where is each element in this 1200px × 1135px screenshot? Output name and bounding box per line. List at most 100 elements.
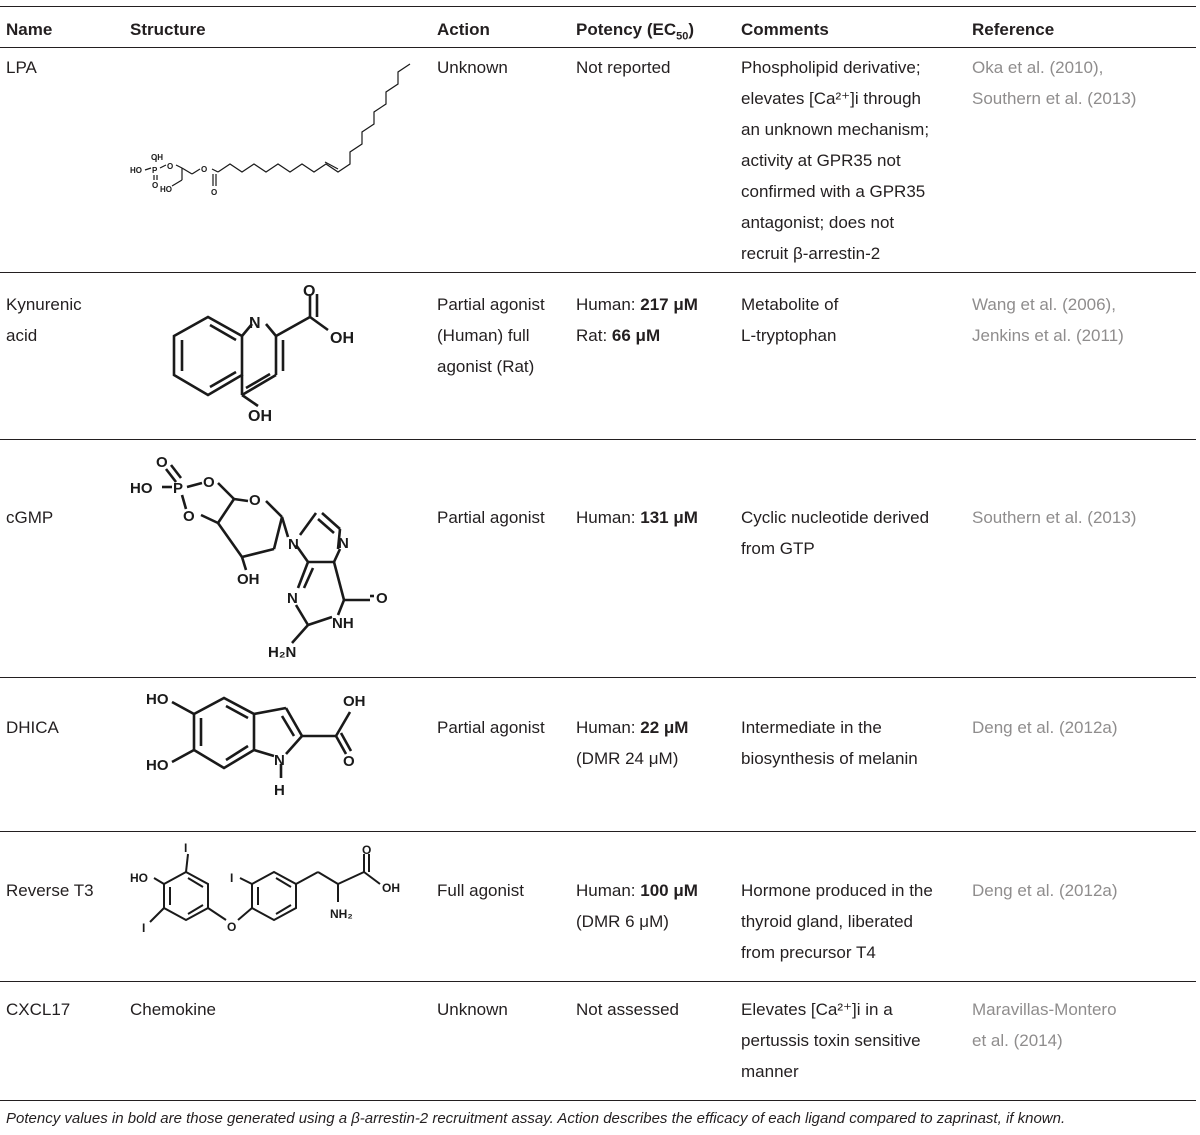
row-comments-line: L-tryptophan: [741, 326, 837, 345]
potency-label: Human:: [576, 295, 641, 314]
potency-value: 22 μM: [640, 718, 689, 737]
lpa-structure-diagram: OH P HO O O HO O O: [130, 63, 411, 197]
rt3-atom-i: I: [230, 871, 233, 885]
row-comments-line: Elevates [Ca²⁺]i in a: [741, 1000, 893, 1019]
row-action-line: Partial agonist: [437, 508, 545, 527]
row-action-cell: Unknown: [437, 52, 508, 83]
row-potency-cell: Human: 100 μM (DMR 6 μM): [576, 875, 698, 937]
row-name-line: LPA: [6, 58, 37, 77]
rt3-atom-ho: HO: [130, 871, 148, 885]
table-bottom-rule: [0, 1100, 1196, 1101]
row-action-line: Full agonist: [437, 881, 524, 900]
row-reference-line: Deng et al. (2012a): [972, 881, 1118, 900]
rt3-atom-nh2: NH₂: [330, 907, 353, 921]
potency-text: Not reported: [576, 58, 671, 77]
row-reference-line: Deng et al. (2012a): [972, 718, 1118, 737]
row-comments-line: biosynthesis of melanin: [741, 749, 918, 768]
dhica-atom-oh: OH: [343, 693, 366, 710]
row-action-cell: Partial agonist: [437, 712, 545, 743]
header-potency: Potency (EC50): [576, 20, 694, 42]
row-action-cell: Partial agonist: [437, 502, 545, 533]
potency-value: 131 μM: [640, 508, 698, 527]
row-potency-line: Human: 131 μM: [576, 502, 698, 533]
row-comments-line: recruit β-arrestin-2: [741, 244, 881, 263]
row-action-line: Unknown: [437, 1000, 508, 1019]
row-reference-cell: Wang et al. (2006), Jenkins et al. (2011): [972, 289, 1124, 351]
rt3-atom-i: I: [142, 921, 145, 935]
row-action-line: Unknown: [437, 58, 508, 77]
row-comments-cell: Intermediate in the biosynthesis of melan…: [741, 712, 918, 774]
dhica-structure-diagram: HO HO OH O N H: [146, 691, 366, 799]
row-reference-line: Oka et al. (2010),: [972, 58, 1104, 77]
row-name-line: acid: [6, 326, 38, 345]
lpa-atom-o: O: [211, 188, 217, 197]
row-comments-cell: Phospholipid derivative;elevates [Ca²⁺]i…: [741, 52, 929, 269]
cgmp-atom-o: O: [156, 454, 168, 471]
potency-label: Human:: [576, 508, 641, 527]
row-comments-cell: Metabolite of L-tryptophan: [741, 289, 838, 351]
row-comments-line: Cyclic nucleotide derived: [741, 508, 930, 527]
table-top-rule: [0, 6, 1196, 7]
row-potency-cell: Not reported: [576, 52, 671, 83]
row-reference-cell: Deng et al. (2012a): [972, 875, 1118, 906]
row-comments-line: from GTP: [741, 539, 815, 558]
potency-value: 100 μM: [640, 881, 698, 900]
cgmp-atom-o: O: [249, 492, 261, 509]
cgmp-structure-diagram: O HO P O O O OH N N N O NH H₂N: [130, 454, 388, 661]
row-reference-cell: Deng et al. (2012a): [972, 712, 1118, 743]
row-reference-line: Jenkins et al. (2011): [972, 326, 1124, 345]
row-name-cell: cGMP: [6, 502, 53, 533]
potency-label: Rat:: [576, 326, 612, 345]
kynurenic-atom-oh: OH: [248, 408, 272, 425]
row-comments-line: Intermediate in the: [741, 718, 882, 737]
row-comments-cell: Hormone produced in the thyroid gland, li…: [741, 875, 933, 968]
row-comments-line: thyroid gland, liberated: [741, 912, 914, 931]
row-divider: [0, 831, 1196, 832]
dhica-atom-ho: HO: [146, 691, 169, 708]
potency-label: Human:: [576, 881, 641, 900]
row-comments-line: Metabolite of: [741, 295, 839, 314]
kynurenic-atom-oh: OH: [330, 330, 354, 347]
row-comments-line: Hormone produced in the: [741, 881, 933, 900]
row-divider: [0, 981, 1196, 982]
row-name-line: CXCL17: [6, 1000, 71, 1019]
row-comments-line: from precursor T4: [741, 943, 876, 962]
lpa-atom-o: O: [201, 165, 207, 174]
row-reference-line: Wang et al. (2006),: [972, 295, 1116, 314]
cgmp-atom-n: N: [338, 535, 349, 552]
row-reference-line: Maravillas-Montero: [972, 1000, 1117, 1019]
header-name: Name: [6, 20, 53, 39]
row-potency-line: Rat: 66 μM: [576, 320, 698, 351]
row-action-line: Partial agonist: [437, 295, 545, 314]
cgmp-atom-h2n: H₂N: [268, 644, 296, 661]
cgmp-atom-n: N: [288, 536, 299, 553]
lpa-atom-oh: OH: [151, 153, 163, 162]
row-reference-cell: Southern et al. (2013): [972, 502, 1136, 533]
cgmp-atom-p: P: [173, 480, 183, 497]
potency-text: (DMR 6 μM): [576, 912, 669, 931]
row-action-line: Partial agonist: [437, 718, 545, 737]
row-reference-line: Southern et al. (2013): [972, 508, 1137, 527]
row-name-cell: Reverse T3: [6, 875, 94, 906]
rt3-atom-o: O: [362, 843, 371, 857]
cgmp-atom-ho: HO: [130, 480, 153, 497]
row-potency-cell: Human: 22 μM(DMR 24 μM): [576, 712, 688, 774]
dhica-atom-h: H: [274, 782, 285, 799]
potency-value: 217 μM: [640, 295, 698, 314]
rt3-atom-i: I: [184, 841, 187, 855]
kynurenic-atom-n: N: [249, 315, 261, 332]
table-header-rule: [0, 47, 1196, 48]
row-potency-cell: Human: 131 μM: [576, 502, 698, 533]
row-comments-line: manner: [741, 1062, 799, 1081]
cgmp-atom-o: O: [203, 474, 215, 491]
potency-value: 66 μM: [611, 326, 661, 345]
row-divider: [0, 677, 1196, 678]
row-comments-line: an unknown mechanism;: [741, 120, 930, 139]
row-potency-line: Not reported: [576, 52, 671, 83]
row-potency-line: (DMR 6 μM): [576, 906, 698, 937]
row-action-line: (Human) full: [437, 326, 530, 345]
kynurenic-acid-structure-diagram: N O OH OH: [172, 283, 354, 425]
lpa-atom-o: O: [167, 162, 173, 171]
row-comments-line: antagonist; does not: [741, 213, 895, 232]
